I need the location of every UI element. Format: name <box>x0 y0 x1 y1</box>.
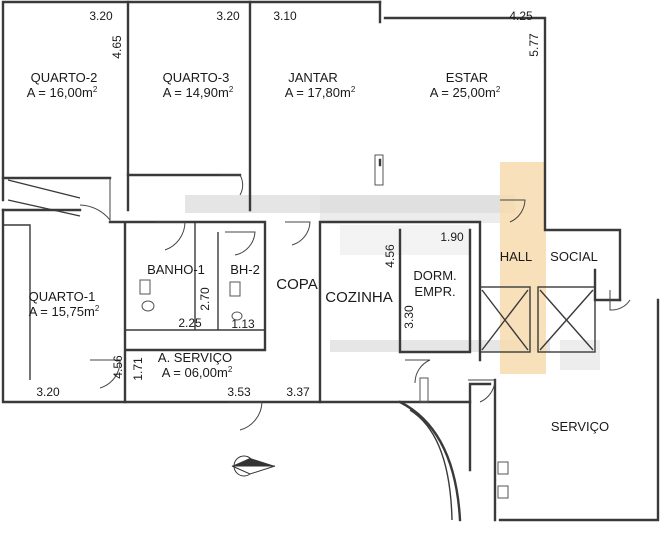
dimension-label: 3.30 <box>402 305 416 329</box>
door-swing <box>155 221 186 251</box>
toilet-fixture <box>139 279 151 295</box>
circulation-band <box>320 195 500 223</box>
door-swing <box>500 199 526 223</box>
room-name-social: SOCIAL <box>550 249 598 264</box>
partition-wall <box>468 268 622 522</box>
sink-fixture <box>231 311 243 321</box>
room-area-quarto-2: A = 16,00m2 <box>27 85 98 100</box>
door-swing <box>285 221 311 246</box>
dimension-label: 4.56 <box>111 355 125 379</box>
room-name-banho-1: BANHO-1 <box>147 262 205 277</box>
hall-highlight <box>500 162 546 374</box>
elevator-1-cross <box>481 289 529 351</box>
door-swing <box>405 359 431 384</box>
room-area-a-servico: A = 06,00m2 <box>162 365 233 380</box>
room-name-a-servico: A. SERVIÇO <box>158 350 232 365</box>
dimension-label: 4.65 <box>110 35 124 59</box>
door-swing <box>225 231 256 256</box>
room-name-hall: HALL <box>500 249 533 264</box>
door-swing <box>609 290 631 311</box>
toilet-fixture <box>497 461 509 475</box>
room-name-quarto-1: QUARTO-1 <box>29 289 96 304</box>
room-name-quarto-3: QUARTO-3 <box>163 70 230 85</box>
dimension-label: 3.20 <box>216 9 240 23</box>
room-name-copa: COPA <box>276 276 317 293</box>
door-swing <box>220 174 244 196</box>
door-swing <box>468 379 496 403</box>
dimension-label: 4.56 <box>383 244 397 268</box>
circulation-band <box>330 340 550 352</box>
partition-wall <box>125 222 265 331</box>
elevator-2-cross <box>539 289 594 351</box>
dimension-label: 1.71 <box>131 357 145 381</box>
room-area-quarto-3: A = 14,90m2 <box>163 85 234 100</box>
room-name-empr: EMPR. <box>414 284 455 299</box>
room-name-quarto-2: QUARTO-2 <box>31 70 98 85</box>
elevator-2 <box>537 286 596 353</box>
column <box>374 154 384 186</box>
circulation-band <box>560 340 600 370</box>
curved-wall <box>398 400 462 522</box>
sink-fixture <box>141 300 155 312</box>
dimension-label: 1.13 <box>231 317 255 331</box>
dimension-label: 5.77 <box>527 33 541 57</box>
room-name-estar: ESTAR <box>446 70 488 85</box>
partition-wall <box>126 0 382 212</box>
dimension-label: 2.70 <box>198 287 212 311</box>
room-name-jantar: JANTAR <box>288 70 338 85</box>
column <box>419 377 429 403</box>
elevator-1 <box>479 286 531 353</box>
dimension-label: 3.20 <box>36 385 60 399</box>
room-name-bh-2: BH-2 <box>230 262 260 277</box>
room-name-dorm: DORM. <box>413 268 456 283</box>
door-swing <box>90 359 121 389</box>
door-swing <box>228 401 263 431</box>
toilet-fixture <box>497 485 509 499</box>
room-area-quarto-1: A = 15,75m2 <box>29 304 100 319</box>
room-name-servico: SERVIÇO <box>551 419 609 434</box>
curved-wall-inner <box>409 409 453 521</box>
wardrobe <box>3 179 81 380</box>
dimension-label: 4.25 <box>509 9 533 23</box>
north-arrow-icon <box>231 455 276 477</box>
dimension-label: 2.25 <box>178 316 202 330</box>
dimension-label: 3.53 <box>227 385 251 399</box>
dimension-label: 3.20 <box>89 9 113 23</box>
door-swing <box>79 178 111 222</box>
dimension-label: 3.10 <box>273 9 297 23</box>
room-name-cozinha: COZINHA <box>325 289 393 306</box>
dimension-label: 3.37 <box>286 385 310 399</box>
dimension-label: 1.90 <box>440 230 464 244</box>
toilet-fixture <box>229 281 241 297</box>
circulation-band <box>340 225 470 255</box>
room-area-estar: A = 25,00m2 <box>430 85 501 100</box>
outer-wall <box>1 0 660 522</box>
room-area-jantar: A = 17,80m2 <box>285 85 356 100</box>
